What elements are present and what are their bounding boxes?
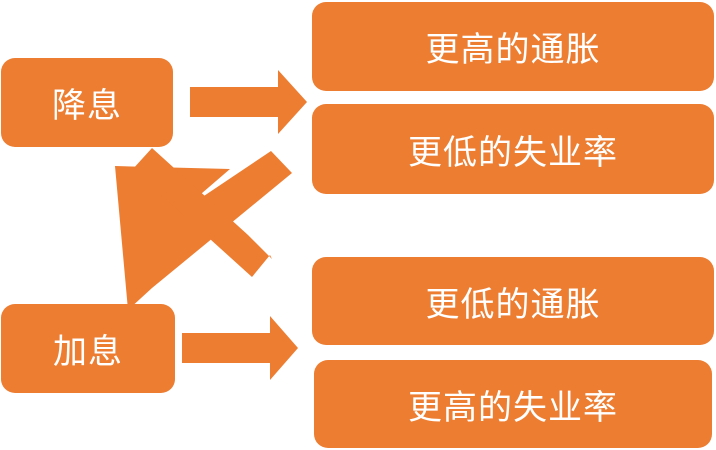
rate-cut-label: 降息 [52,86,122,126]
higher-inflation-box: 更高的通胀 [312,2,714,91]
arrow-rate-cut-to-outcomes [190,70,307,134]
arrow-rate-hike-to-outcomes [182,316,298,380]
rate-hike-box: 加息 [1,304,175,393]
lower-unemployment-label: 更低的失业率 [408,132,618,173]
higher-unemployment-label: 更高的失业率 [408,387,618,428]
arrow-cross-to-rate-hike [132,148,272,277]
higher-unemployment-box: 更高的失业率 [314,360,712,448]
lower-inflation-box: 更低的通胀 [312,257,714,345]
lower-unemployment-box: 更低的失业率 [312,104,714,194]
higher-inflation-label: 更高的通胀 [425,30,601,70]
lower-inflation-label: 更低的通胀 [425,284,601,325]
rate-cut-box: 降息 [1,58,173,147]
rate-hike-label: 加息 [53,332,123,372]
